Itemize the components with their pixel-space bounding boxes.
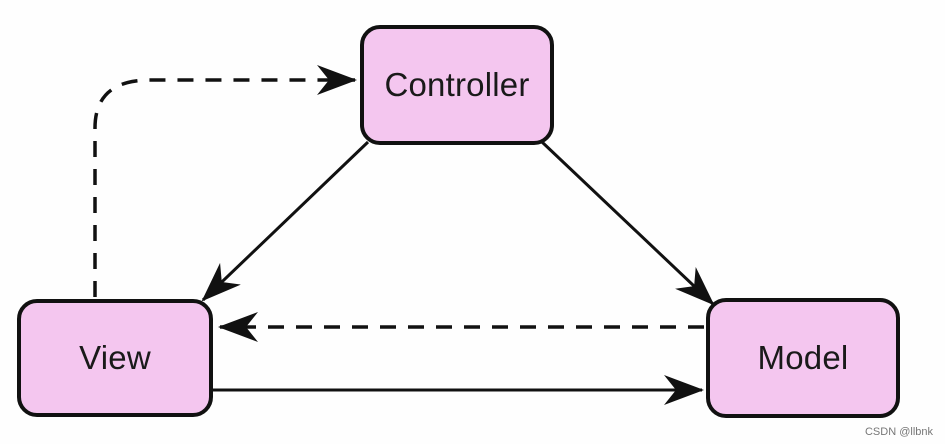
controller-node: Controller — [360, 25, 554, 145]
controller-label: Controller — [384, 66, 530, 103]
view-node: View — [17, 299, 213, 417]
model-label: Model — [757, 339, 849, 376]
view-label: View — [79, 339, 151, 376]
edge-controller-to-model — [540, 140, 715, 306]
watermark: CSDN @llbnk — [864, 426, 933, 438]
model-node: Model — [706, 298, 900, 418]
edge-controller-to-view — [201, 140, 370, 302]
edge-view-to-controller — [93, 65, 357, 297]
